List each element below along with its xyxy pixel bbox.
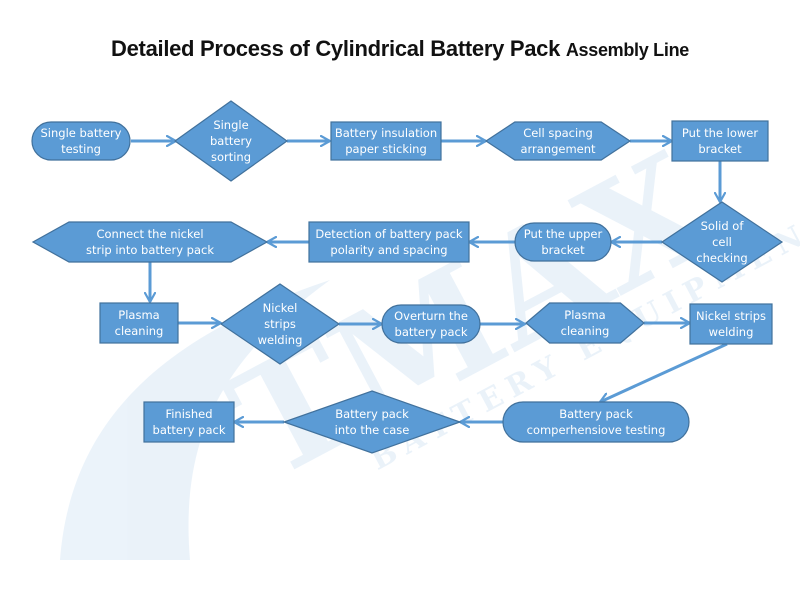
- step-label-line: checking: [696, 251, 747, 265]
- step-label-line: Overturn the: [394, 309, 468, 323]
- title-main: Detailed Process of Cylindrical Battery …: [111, 36, 561, 61]
- step-label-line: comperhensiove testing: [527, 423, 666, 437]
- step-label-line: paper sticking: [345, 142, 427, 156]
- step-label-line: polarity and spacing: [330, 243, 447, 257]
- step-label-line: bracket: [698, 142, 742, 156]
- rect-shape: [330, 121, 442, 161]
- process-step-rect: Finished battery pack: [143, 401, 235, 443]
- step-label-line: Single: [213, 118, 248, 132]
- terminator-shape: [502, 401, 690, 443]
- step-label-line: Battery insulation: [335, 126, 437, 140]
- title-tail: Assembly Line: [565, 40, 689, 60]
- process-step-diamond: Single battery sorting: [173, 100, 289, 182]
- process-step-terminator: Battery pack comperhensiove testing: [502, 401, 690, 443]
- step-label-line: battery pack: [153, 423, 226, 437]
- step-label-line: cell: [712, 235, 732, 249]
- terminator-shape: [381, 304, 481, 344]
- step-label-line: Battery pack: [559, 407, 633, 421]
- rect-shape: [143, 401, 235, 443]
- process-step-terminator: Single battery testing: [31, 121, 131, 161]
- diamond-shape: [173, 100, 289, 182]
- step-label-line: Battery pack: [335, 407, 409, 421]
- process-step-diamond: Nickel strips welding: [219, 283, 341, 365]
- step-label-line: strip into battery pack: [86, 243, 214, 257]
- process-step-hexagon: Cell spacing arrangement: [484, 121, 632, 161]
- step-label-line: bracket: [541, 243, 585, 257]
- step-label-line: Plasma: [118, 308, 159, 322]
- step-label-line: Finished: [165, 407, 212, 421]
- step-label-line: cleaning: [561, 324, 610, 338]
- hexagon-shape: [525, 302, 645, 344]
- step-label-line: sorting: [211, 150, 251, 164]
- step-label-line: Detection of battery pack: [315, 227, 463, 241]
- process-step-rect: Battery insulation paper sticking: [330, 121, 442, 161]
- process-step-rect: Plasma cleaning: [99, 302, 179, 344]
- step-label-line: battery pack: [395, 325, 468, 339]
- step-label-line: arrangement: [520, 142, 596, 156]
- step-label-line: Solid of: [701, 219, 745, 233]
- diagram-title: Detailed Process of Cylindrical Battery …: [0, 36, 800, 62]
- diamond-shape: [282, 390, 462, 454]
- process-step-rect: Nickel strips welding: [689, 303, 773, 345]
- step-label-line: Nickel strips: [696, 309, 766, 323]
- nodes-layer: Single battery testing Single battery sortin…: [31, 100, 784, 454]
- process-step-diamond: Solid of cell checking: [660, 201, 784, 283]
- diamond-shape: [660, 201, 784, 283]
- diamond-shape: [219, 283, 341, 365]
- process-step-terminator: Overturn the battery pack: [381, 304, 481, 344]
- step-label-line: strips: [264, 317, 296, 331]
- process-step-rect: Put the lower bracket: [671, 120, 769, 162]
- step-label-line: into the case: [335, 423, 410, 437]
- step-label-line: testing: [61, 142, 101, 156]
- hexagon-shape: [31, 221, 269, 263]
- terminator-shape: [514, 222, 612, 262]
- step-label-line: battery: [210, 134, 252, 148]
- arrow-n14-to-n15: [600, 342, 728, 402]
- step-label-line: Single battery: [41, 126, 122, 140]
- step-label-line: Put the upper: [524, 227, 603, 241]
- rect-shape: [689, 303, 773, 345]
- step-label-line: Cell spacing: [523, 126, 593, 140]
- rect-shape: [308, 221, 470, 263]
- edges-layer: [131, 141, 728, 422]
- terminator-shape: [31, 121, 131, 161]
- step-label-line: cleaning: [115, 324, 164, 338]
- step-label-line: welding: [258, 333, 303, 347]
- step-label-line: Plasma: [564, 308, 605, 322]
- process-step-rect: Detection of battery pack polarity and sp…: [308, 221, 470, 263]
- process-step-hexagon: Connect the nickel strip into battery pac…: [31, 221, 269, 263]
- step-label-line: Nickel: [263, 301, 298, 315]
- step-label-line: Connect the nickel: [96, 227, 203, 241]
- rect-shape: [671, 120, 769, 162]
- step-label-line: welding: [709, 325, 754, 339]
- process-step-hexagon: Plasma cleaning: [525, 302, 645, 344]
- rect-shape: [99, 302, 179, 344]
- process-step-terminator: Put the upper bracket: [514, 222, 612, 262]
- process-step-diamond: Battery pack into the case: [282, 390, 462, 454]
- step-label-line: Put the lower: [682, 126, 758, 140]
- hexagon-shape: [484, 121, 632, 161]
